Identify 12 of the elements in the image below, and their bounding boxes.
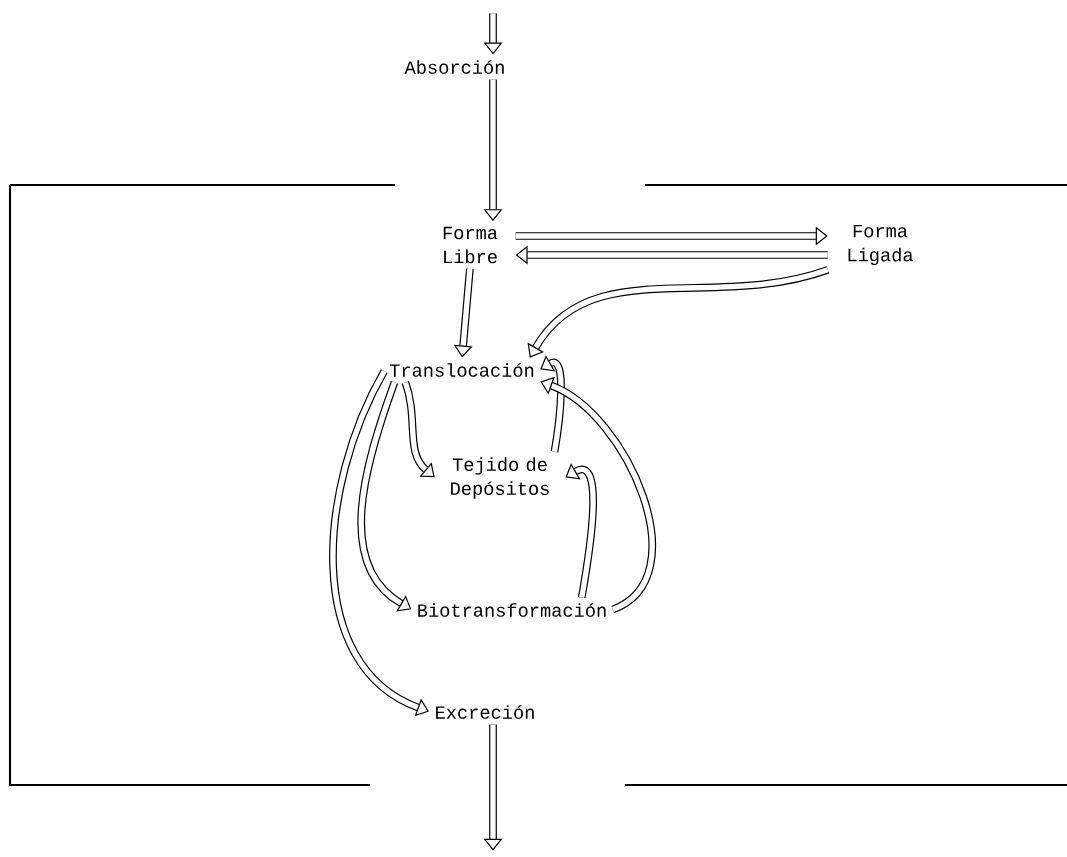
arrow [401,381,435,478]
stage-label: Absorción [404,60,504,74]
stage-label: Excreción [436,705,534,719]
stage-label: Forma Libre [443,226,498,264]
stage-label: Biotransformación [418,603,606,617]
arrow [565,463,597,599]
arrow [527,266,829,358]
stage-label: Translocación [389,363,534,377]
arrow [540,355,565,453]
stage-label: Tejido de Depósitos [451,457,549,499]
stage-label: Forma Ligada [848,224,913,266]
arrow [357,381,412,612]
